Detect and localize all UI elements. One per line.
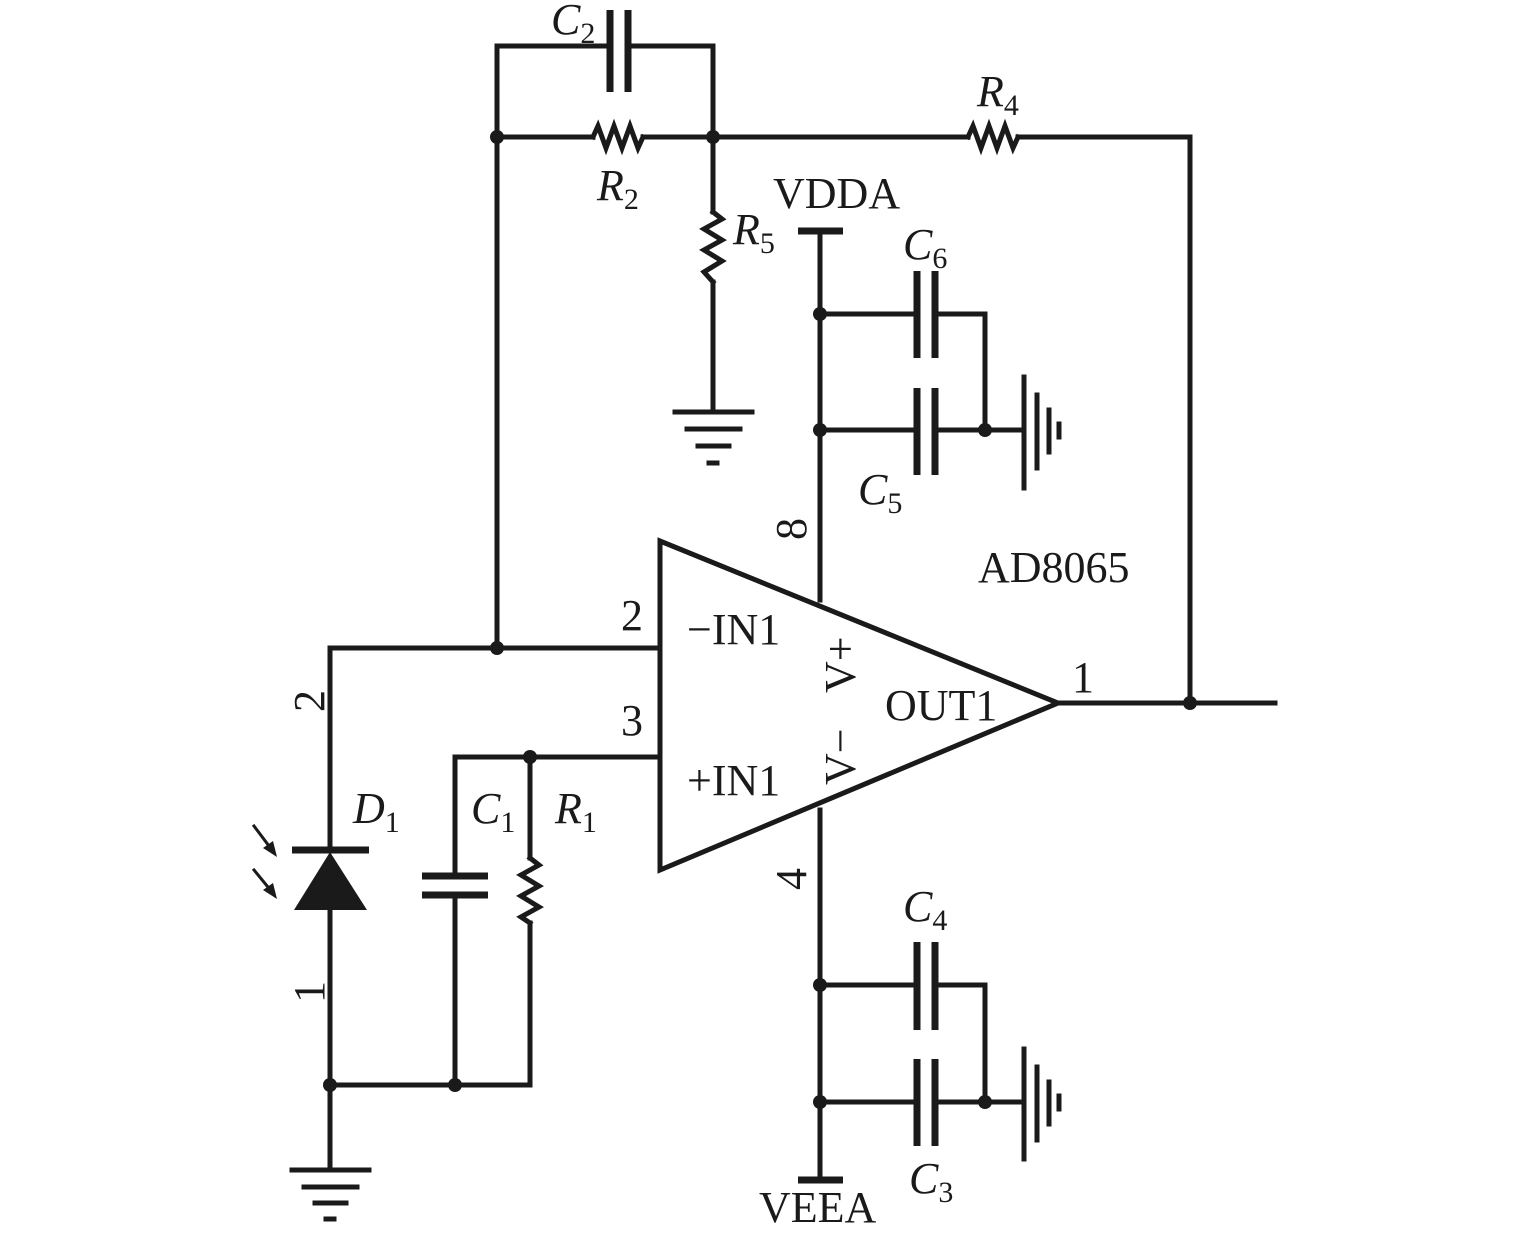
v-plus-label: V+	[816, 636, 865, 693]
capacitor-c4-symbol	[913, 942, 939, 1030]
pin-8-label: 8	[767, 518, 816, 540]
label-c5: C5	[858, 465, 902, 520]
pin-4-label: 4	[767, 868, 816, 890]
capacitor-c2-symbol	[606, 10, 632, 92]
diode-pin-1-label: 1	[285, 981, 334, 1003]
resistor-r2-symbol	[589, 118, 647, 156]
junction-dots	[323, 130, 1197, 1109]
label-r5: R5	[732, 205, 775, 260]
vdda-label: VDDA	[773, 169, 900, 218]
label-r4: R4	[976, 67, 1019, 122]
label-r2: R2	[596, 161, 639, 216]
in-plus-label: +IN1	[687, 756, 780, 805]
label-r1: R1	[554, 784, 597, 839]
photodiode-d1-symbol	[292, 846, 369, 910]
pin-3-label: 3	[621, 696, 643, 745]
capacitor-c5-symbol	[913, 388, 939, 475]
v-minus-label: V−	[816, 728, 865, 785]
pin-1-label: 1	[1072, 653, 1094, 702]
pin-2-label: 2	[621, 591, 643, 640]
ground-symbol-vdda-caps	[1021, 374, 1062, 491]
capacitor-c6-symbol	[913, 271, 939, 358]
chip-name-label: AD8065	[978, 543, 1130, 592]
label-d1: D1	[352, 784, 400, 839]
ground-symbol-veea-caps	[1021, 1046, 1062, 1162]
ground-symbol-r5	[672, 409, 755, 466]
label-c1: C1	[471, 784, 515, 839]
label-c4: C4	[903, 882, 947, 937]
label-c6: C6	[903, 220, 947, 275]
wires	[327, 43, 1278, 1181]
ground-symbol-diode	[289, 1167, 372, 1222]
resistor-r4-symbol	[964, 118, 1022, 156]
capacitor-c3-symbol	[913, 1059, 939, 1146]
diode-pin-2-label: 2	[285, 690, 334, 712]
opamp-triangle	[657, 537, 1065, 874]
out-label: OUT1	[885, 681, 997, 730]
in-minus-label: −IN1	[687, 605, 780, 654]
veea-label: VEEA	[759, 1183, 877, 1232]
label-c2: C2	[551, 0, 595, 50]
light-arrows-icon	[251, 823, 277, 899]
resistor-r1-symbol	[516, 854, 544, 927]
resistor-r5-symbol	[699, 208, 727, 286]
capacitor-c1-symbol	[422, 872, 488, 899]
label-c3: C3	[909, 1154, 953, 1209]
